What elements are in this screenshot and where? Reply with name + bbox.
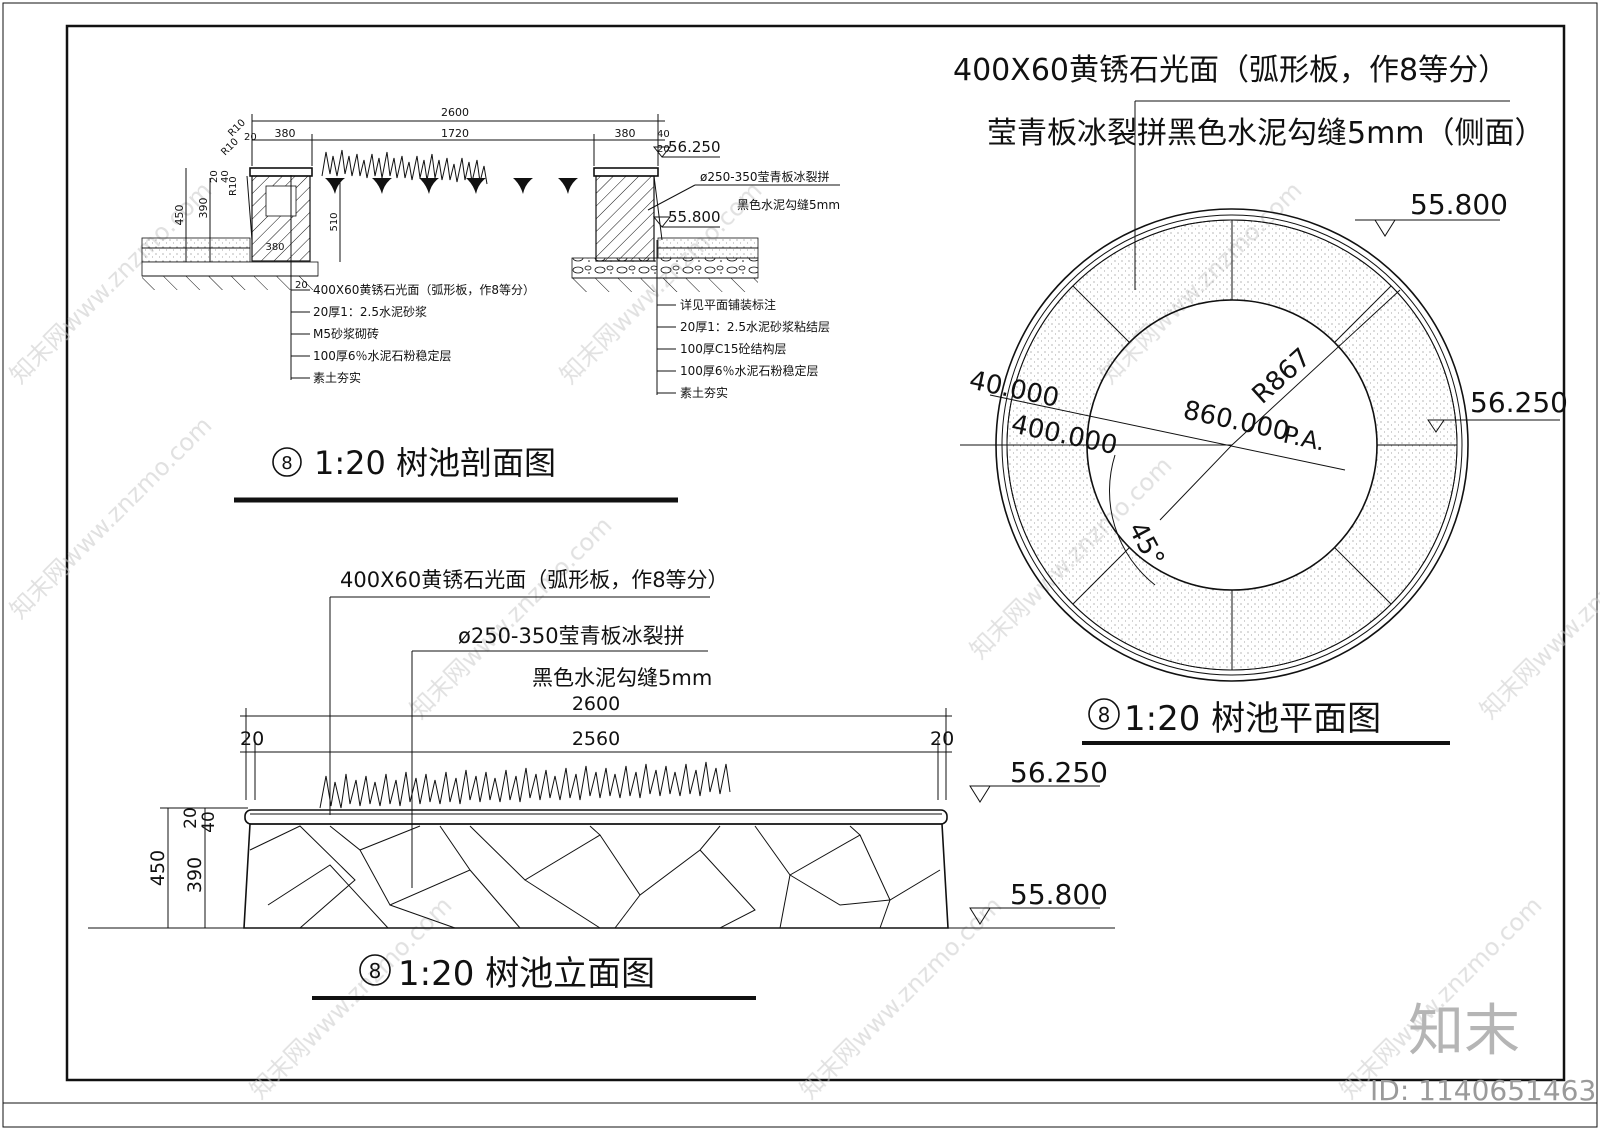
svg-text:ø250-350莹青板冰裂拼: ø250-350莹青板冰裂拼 (700, 170, 829, 184)
svg-text:400X60黄锈石光面（弧形板，作8等分）: 400X60黄锈石光面（弧形板，作8等分） (313, 283, 535, 297)
section-roots (325, 178, 578, 194)
svg-text:2600: 2600 (572, 693, 620, 715)
plan-view: 400X60黄锈石光面（弧形板，作8等分） 莹青板冰裂拼黑色水泥勾缝5mm（侧面… (953, 53, 1568, 745)
svg-text:知末网www.znzmo.com: 知末网www.znzmo.com (794, 891, 1007, 1104)
svg-text:40: 40 (657, 129, 670, 140)
svg-text:100厚6％水泥石粉稳定层: 100厚6％水泥石粉稳定层 (680, 363, 819, 378)
plan-title: 1:20 树池平面图 (1124, 699, 1381, 739)
section-right-labels: 详见平面铺装标注 20厚1：2.5水泥砂浆粘结层 100厚C15砼结构层 100… (680, 297, 830, 400)
elevation-grass (319, 761, 731, 809)
plan-callout-1: 400X60黄锈石光面（弧形板，作8等分） (953, 53, 1508, 88)
svg-text:390: 390 (197, 198, 210, 219)
svg-text:100厚C15砼结构层: 100厚C15砼结构层 (680, 341, 787, 356)
svg-text:8: 8 (369, 959, 382, 983)
svg-text:知末网www.znzmo.com: 知末网www.znzmo.com (1474, 511, 1600, 724)
svg-text:8: 8 (1098, 703, 1111, 727)
svg-text:20厚1：2.5水泥砂浆粘结层: 20厚1：2.5水泥砂浆粘结层 (680, 319, 830, 334)
svg-text:380: 380 (615, 127, 636, 140)
svg-text:55.800: 55.800 (668, 208, 721, 226)
elev-callout-1: 400X60黄锈石光面（弧形板，作8等分） (340, 568, 729, 592)
svg-text:P.A.: P.A. (1281, 420, 1328, 456)
elevation-crazy-paving (249, 825, 941, 929)
svg-text:860.000: 860.000 (1181, 396, 1292, 448)
svg-text:20: 20 (930, 728, 954, 750)
svg-text:390: 390 (184, 857, 206, 893)
section-title: 1:20 树池剖面图 (314, 444, 556, 482)
svg-text:380: 380 (275, 127, 296, 140)
svg-text:100厚6％水泥石粉稳定层: 100厚6％水泥石粉稳定层 (313, 348, 452, 363)
elevation-view: 400X60黄锈石光面（弧形板，作8等分） ø250-350莹青板冰裂拼 黑色水… (88, 568, 1115, 1000)
svg-text:20: 20 (209, 170, 220, 183)
svg-text:详见平面铺装标注: 详见平面铺装标注 (680, 297, 776, 312)
svg-text:知末网www.znzmo.com: 知末网www.znzmo.com (1334, 891, 1547, 1104)
svg-text:510: 510 (329, 212, 340, 231)
brand-id: ID: 1140651463 (1370, 1074, 1596, 1107)
elev-callout-3: 黑色水泥勾缝5mm (532, 666, 712, 690)
svg-text:450: 450 (147, 850, 169, 886)
svg-text:R10: R10 (219, 136, 241, 158)
svg-text:20厚1：2.5水泥砂浆: 20厚1：2.5水泥砂浆 (313, 304, 427, 319)
svg-text:20: 20 (240, 728, 264, 750)
inner-border (65, 24, 1566, 1082)
svg-text:450: 450 (173, 205, 186, 226)
svg-text:黑色水泥勾缝5mm: 黑色水泥勾缝5mm (737, 197, 840, 212)
svg-text:55.800: 55.800 (1410, 188, 1508, 221)
plan-callout-2: 莹青板冰裂拼黑色水泥勾缝5mm（侧面） (987, 116, 1545, 151)
brand-logo: 知末 (1408, 999, 1520, 1064)
elevation-title: 1:20 树池立面图 (398, 954, 655, 994)
elev-callout-2: ø250-350莹青板冰裂拼 (458, 624, 685, 648)
section-grass (321, 149, 488, 185)
svg-text:2560: 2560 (572, 728, 620, 750)
svg-text:1720: 1720 (441, 127, 469, 140)
section-dim-overall: 2600 (441, 106, 469, 119)
svg-text:40: 40 (199, 811, 219, 833)
svg-text:56.250: 56.250 (1010, 756, 1108, 789)
svg-text:20: 20 (657, 144, 670, 155)
svg-text:知末网www.znzmo.com: 知末网www.znzmo.com (4, 411, 217, 624)
section-view: 2600 380 1720 380 R10 R10 R10 20 40 20 2… (141, 106, 840, 503)
svg-text:8: 8 (281, 453, 292, 474)
svg-text:20: 20 (181, 807, 201, 829)
svg-text:R10: R10 (228, 176, 239, 196)
svg-text:55.800: 55.800 (1010, 878, 1108, 911)
svg-text:56.250: 56.250 (1470, 386, 1568, 419)
svg-text:素土夯实: 素土夯实 (680, 385, 728, 400)
section-left-labels: 400X60黄锈石光面（弧形板，作8等分） 20厚1：2.5水泥砂浆 M5砂浆砌… (313, 283, 535, 385)
svg-text:20: 20 (244, 132, 257, 143)
svg-text:M5砂浆砌砖: M5砂浆砌砖 (313, 326, 379, 341)
svg-text:40: 40 (220, 170, 231, 183)
svg-text:56.250: 56.250 (668, 138, 721, 156)
svg-text:素土夯实: 素土夯实 (313, 370, 361, 385)
